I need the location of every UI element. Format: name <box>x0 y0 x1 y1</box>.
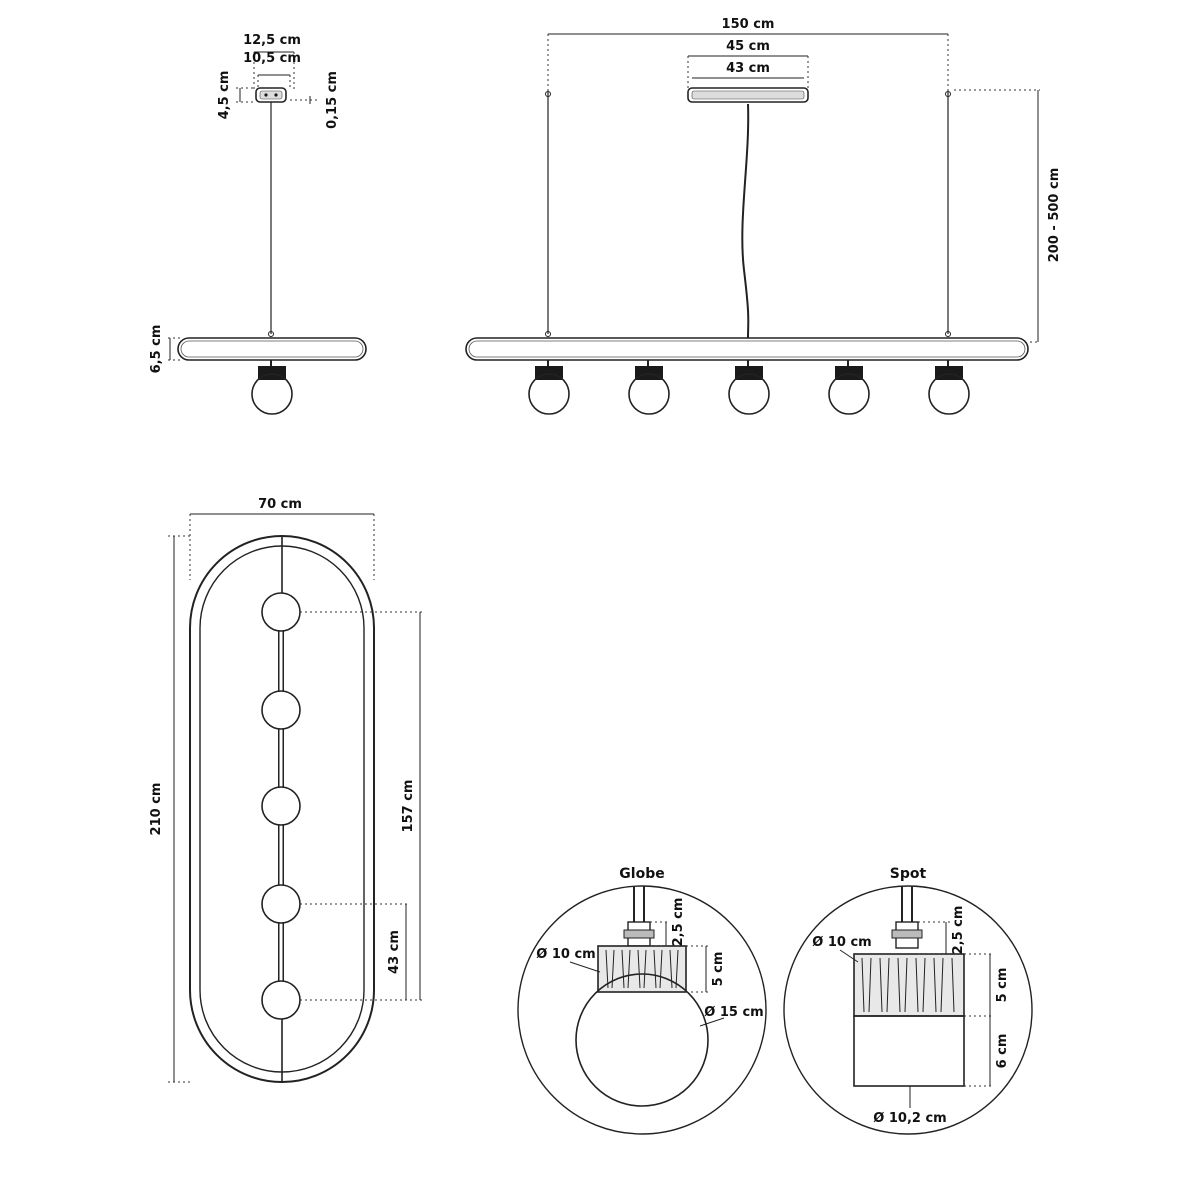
front-view: 150 cm 45 cm 43 cm 200 - 500 cm <box>465 17 1062 415</box>
globe-shade <box>575 973 709 1107</box>
globe-diameter-label: Ø 15 cm <box>704 1005 763 1020</box>
top-lamp <box>261 786 301 826</box>
front-canopy-inner-width-label: 43 cm <box>726 61 770 76</box>
side-lamp <box>251 360 293 415</box>
front-total-width-label: 150 cm <box>722 17 775 32</box>
top-length-label: 210 cm <box>149 783 164 836</box>
side-canopy-inner-width-label: 10,5 cm <box>243 51 301 66</box>
front-canopy <box>687 87 809 103</box>
side-canopy-height-label: 4,5 cm <box>217 71 232 120</box>
spot-cap <box>853 953 965 1017</box>
globe-connector-height-label: 2,5 cm <box>671 898 686 947</box>
spot-detail-circle <box>783 885 1033 1135</box>
spot-title: Spot <box>890 866 927 882</box>
spot-cap-height-label: 5 cm <box>995 968 1010 1003</box>
globe-cap-height-label: 5 cm <box>711 952 726 987</box>
front-power-cable <box>741 103 750 339</box>
side-bar-height-label: 6,5 cm <box>149 325 164 374</box>
side-canopy-plate-label: 0,15 cm <box>325 71 340 129</box>
front-lamp <box>728 360 770 415</box>
globe-detail-circle <box>517 885 767 1135</box>
top-lamp-span-label: 157 cm <box>401 780 416 833</box>
spot-connector-height-label: 2,5 cm <box>951 906 966 955</box>
globe-cap <box>597 945 687 993</box>
spot-cap-diameter-label: Ø 10 cm <box>812 935 871 950</box>
front-lamp <box>628 360 670 415</box>
globe-cap-diameter-label: Ø 10 cm <box>536 947 595 962</box>
spot-detail: Spot 2,5 cm 5 cm 6 cm Ø 10 cm <box>783 866 1033 1135</box>
spot-shade <box>853 1015 965 1087</box>
top-view: 70 cm 210 cm 157 cm 43 cm <box>149 497 424 1083</box>
top-lamp <box>261 592 301 632</box>
top-lamp <box>261 980 301 1020</box>
side-canopy-outer-width-label: 12,5 cm <box>243 33 301 48</box>
globe-detail: Globe 2,5 cm 5 cm Ø 10 cm Ø 15 cm <box>517 866 767 1135</box>
top-width-label: 70 cm <box>258 497 302 512</box>
globe-title: Globe <box>619 866 664 882</box>
top-lamp <box>261 884 301 924</box>
side-view: 12,5 cm 10,5 cm 4,5 cm 0,15 cm 6,5 cm <box>149 33 367 415</box>
top-lamp <box>261 690 301 730</box>
front-suspension-height-label: 200 - 500 cm <box>1047 168 1062 263</box>
front-lamp <box>828 360 870 415</box>
front-canopy-outer-width-label: 45 cm <box>726 39 770 54</box>
top-lamp-spacing-label: 43 cm <box>387 930 402 974</box>
spot-shade-diameter-label: Ø 10,2 cm <box>873 1111 946 1126</box>
spot-shade-height-label: 6 cm <box>995 1034 1010 1069</box>
front-lamp <box>928 360 970 415</box>
front-lamp <box>528 360 570 415</box>
